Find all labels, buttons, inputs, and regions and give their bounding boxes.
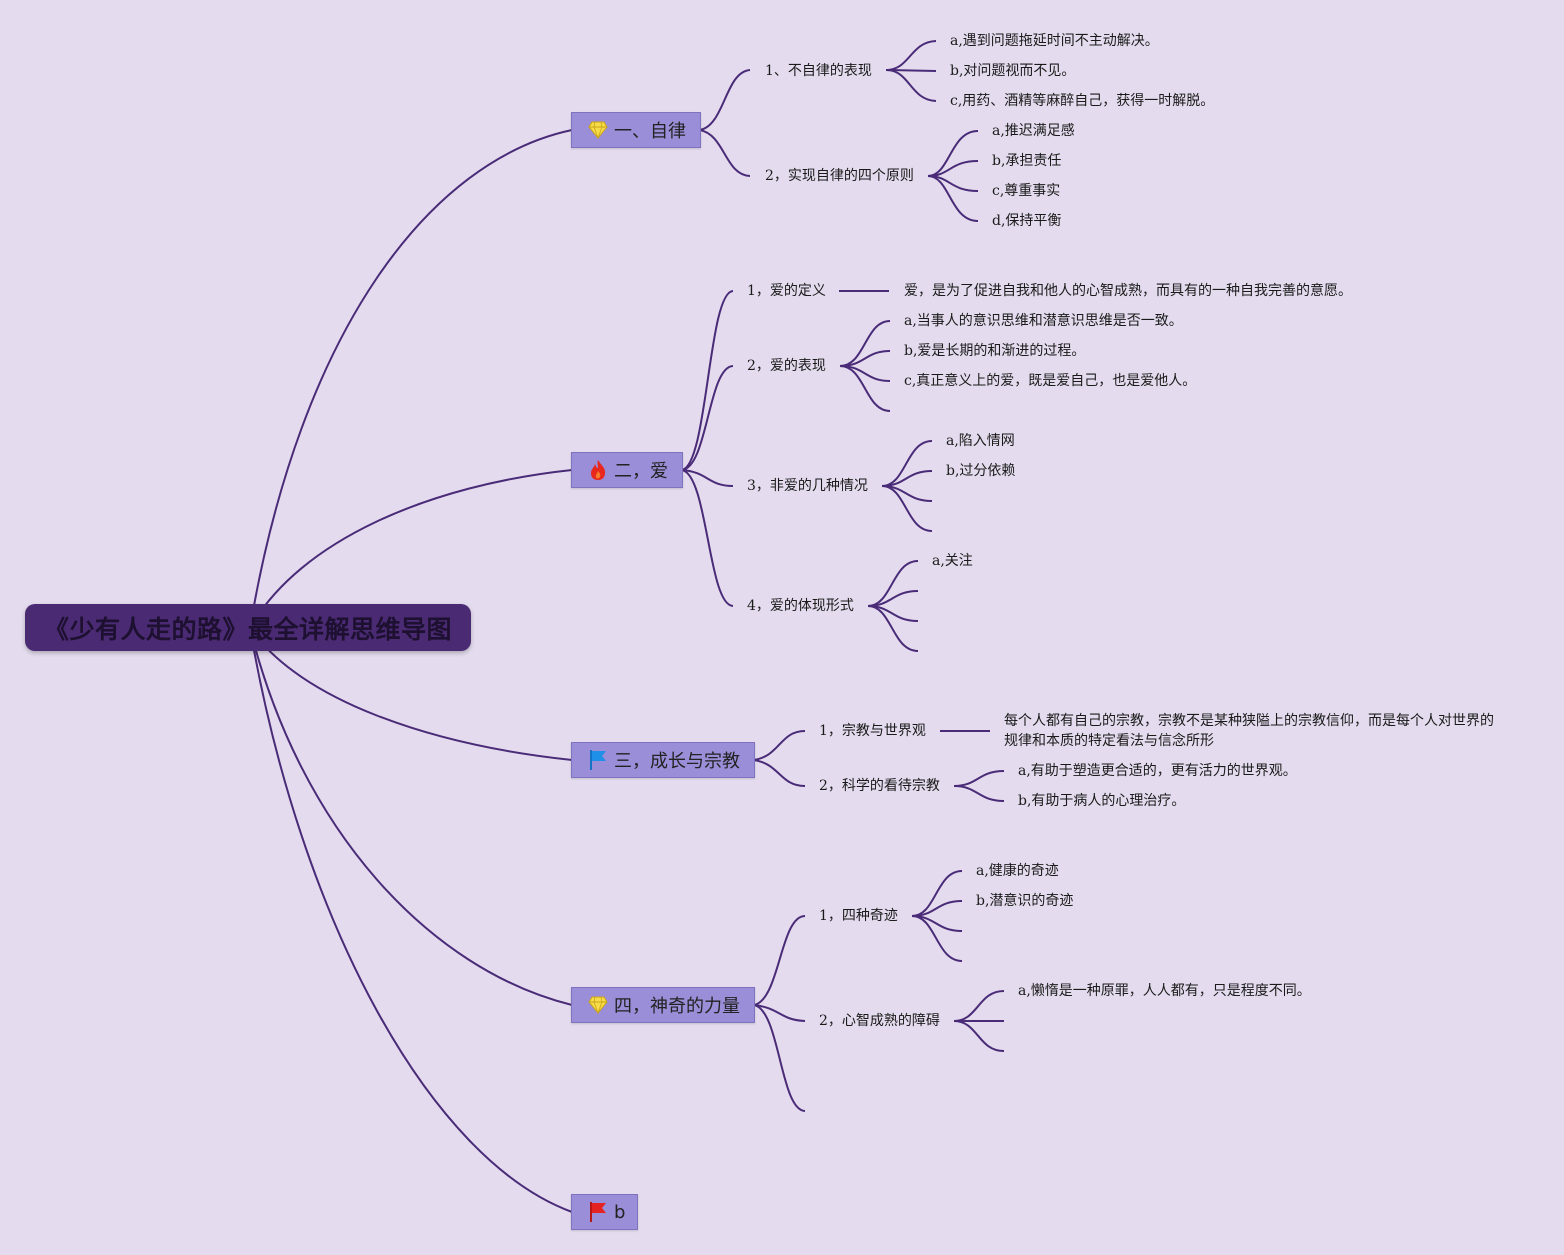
root-title: 《少有人走的路》最全详解思维导图 [43, 614, 452, 644]
branch-label: 三，成长与宗教 [614, 751, 740, 772]
leaf-topic[interactable]: c,尊重事实 [992, 183, 1061, 199]
branch-label: b [614, 1201, 626, 1223]
connector [681, 469, 734, 607]
subtopic[interactable]: 2，实现自律的四个原则 [765, 168, 914, 184]
fire-icon [588, 459, 608, 481]
leaf-topic[interactable]: a,关注 [932, 553, 973, 569]
connector [249, 627, 573, 761]
connector [681, 365, 734, 471]
connector [885, 69, 937, 102]
branch-label: 二，爱 [614, 461, 668, 482]
connector [753, 1004, 806, 1022]
connector [953, 785, 1005, 802]
connector [249, 129, 573, 629]
branch-label: 一、自律 [614, 121, 686, 142]
connector [927, 175, 979, 222]
subtopic[interactable]: 2，科学的看待宗教 [819, 778, 940, 794]
branch-growth-religion[interactable]: 三，成长与宗教 [571, 742, 755, 778]
leaf-topic[interactable]: a,推迟满足感 [992, 123, 1075, 139]
leaf-topic[interactable]: a,健康的奇迹 [976, 863, 1059, 879]
leaf-topic[interactable]: 每个人都有自己的宗教，宗教不是某种狭隘上的宗教信仰，而是每个人对世界的规律和本质… [1004, 713, 1494, 749]
connector [885, 69, 937, 72]
blue-flag-icon [588, 749, 608, 771]
branch-self-discipline[interactable]: 一、自律 [571, 112, 701, 148]
connector [927, 130, 979, 177]
diamond-icon [588, 994, 608, 1016]
connector [867, 605, 919, 652]
connector [881, 485, 933, 532]
connector [249, 627, 573, 1006]
connector [867, 560, 919, 607]
leaf-topic[interactable]: b,爱是长期的和渐进的过程。 [904, 343, 1086, 359]
connector [953, 770, 1005, 787]
connector [881, 440, 933, 487]
leaf-topic[interactable]: d,保持平衡 [992, 213, 1062, 229]
leaf-topic[interactable]: 爱，是为了促进自我和他人的心智成熟，而具有的一种自我完善的意愿。 [904, 283, 1352, 299]
leaf-topic[interactable]: a,陷入情网 [946, 433, 1015, 449]
leaf-topic[interactable]: c,用药、酒精等麻醉自己，获得一时解脱。 [950, 93, 1215, 109]
connector [753, 1004, 806, 1112]
leaf-topic[interactable]: b,潜意识的奇迹 [976, 893, 1074, 909]
leaf-topic[interactable]: a,懒惰是一种原罪，人人都有，只是程度不同。 [1018, 983, 1311, 999]
connector [839, 365, 891, 412]
subtopic[interactable]: 2，心智成熟的障碍 [819, 1013, 940, 1029]
subtopic[interactable]: 1，宗教与世界观 [819, 723, 926, 739]
subtopic[interactable]: 3，非爱的几种情况 [747, 478, 868, 494]
connector [885, 40, 937, 71]
leaf-topic[interactable]: a,遇到问题拖延时间不主动解决。 [950, 33, 1159, 49]
connector [249, 469, 573, 629]
connector [953, 990, 1005, 1022]
connector [681, 290, 734, 471]
connector [753, 730, 806, 761]
branch-magic-power[interactable]: 四，神奇的力量 [571, 987, 755, 1023]
subtopic[interactable]: 1，四种奇迹 [819, 908, 898, 924]
branch-b[interactable]: b [571, 1194, 638, 1230]
leaf-topic[interactable]: a,有助于塑造更合适的，更有活力的世界观。 [1018, 763, 1297, 779]
leaf-topic[interactable]: b,对问题视而不见。 [950, 63, 1076, 79]
leaf-topic[interactable]: b,有助于病人的心理治疗。 [1018, 793, 1186, 809]
leaf-topic[interactable]: b,过分依赖 [946, 463, 1016, 479]
leaf-topic[interactable]: c,真正意义上的爱，既是爱自己，也是爱他人。 [904, 373, 1197, 389]
connector [953, 1020, 1005, 1052]
connector [753, 759, 806, 787]
connector [699, 129, 751, 177]
connector [249, 627, 573, 1213]
leaf-topic[interactable]: a,当事人的意识思维和潜意识思维是否一致。 [904, 313, 1183, 329]
diamond-icon [588, 119, 608, 141]
connector [911, 870, 963, 917]
connector [699, 69, 751, 131]
connector [681, 469, 734, 487]
subtopic[interactable]: 4，爱的体现形式 [747, 598, 854, 614]
red-flag-icon [588, 1201, 608, 1223]
subtopic[interactable]: 1，爱的定义 [747, 283, 826, 299]
root-topic[interactable]: 《少有人走的路》最全详解思维导图 [25, 604, 471, 651]
subtopic[interactable]: 2，爱的表现 [747, 358, 826, 374]
connector [911, 915, 963, 962]
branch-love[interactable]: 二，爱 [571, 452, 683, 488]
subtopic[interactable]: 1、不自律的表现 [765, 63, 872, 79]
connector [753, 915, 806, 1006]
branch-label: 四，神奇的力量 [614, 996, 740, 1017]
leaf-topic[interactable]: b,承担责任 [992, 153, 1062, 169]
